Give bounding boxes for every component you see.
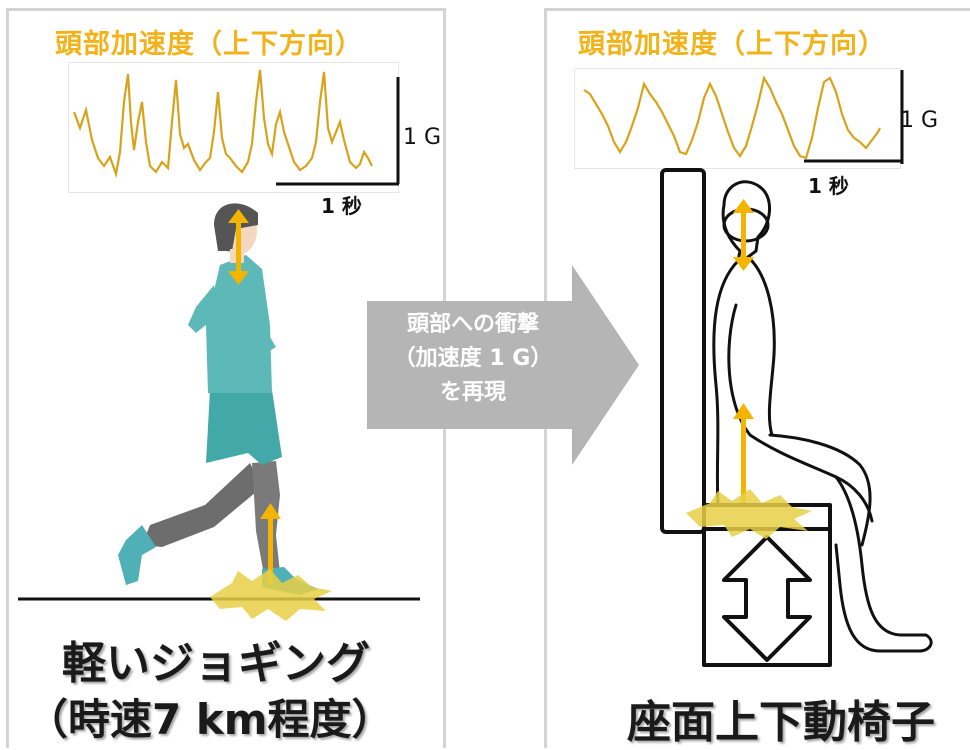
- foot-up-arrow-icon: [260, 503, 281, 585]
- right-acceleration-waveform: [574, 68, 904, 169]
- center-transition-arrow-icon: [367, 265, 639, 465]
- left-caption-line1: 軽いジョギング: [62, 638, 370, 689]
- left-panel-title: 頭部加速度（上下方向）: [55, 29, 363, 60]
- left-caption-line2: （時速7 km程度）: [26, 695, 394, 744]
- right-scale-time-label: 1 秒: [808, 174, 849, 198]
- runner-figure-icon: [18, 203, 420, 621]
- left-waveform-line: [72, 69, 373, 179]
- center-arrow-line2: （加速度 1 G）: [393, 346, 553, 371]
- right-waveform-line: [583, 75, 881, 160]
- head-updown-arrow-icon: [228, 209, 249, 285]
- ground-impact-burst-icon: [210, 569, 332, 621]
- center-arrow-line1: 頭部への衝撃: [406, 312, 539, 337]
- left-scale-time-label: 1 秒: [321, 194, 362, 218]
- left-scale-g-label: 1 G: [403, 125, 442, 150]
- chair-head-updown-arrow-icon: [733, 199, 754, 271]
- right-panel-title: 頭部加速度（上下方向）: [578, 29, 886, 60]
- vertical-motion-chair-icon: [660, 168, 933, 667]
- seat-impact-burst-icon: [686, 489, 812, 539]
- chair-seat-up-arrow-icon: [733, 403, 754, 503]
- center-arrow-line3: を再現: [439, 380, 506, 405]
- left-acceleration-waveform: [68, 62, 400, 193]
- right-caption: 座面上下動椅子: [627, 697, 935, 748]
- right-scale-g-label: 1 G: [900, 108, 939, 133]
